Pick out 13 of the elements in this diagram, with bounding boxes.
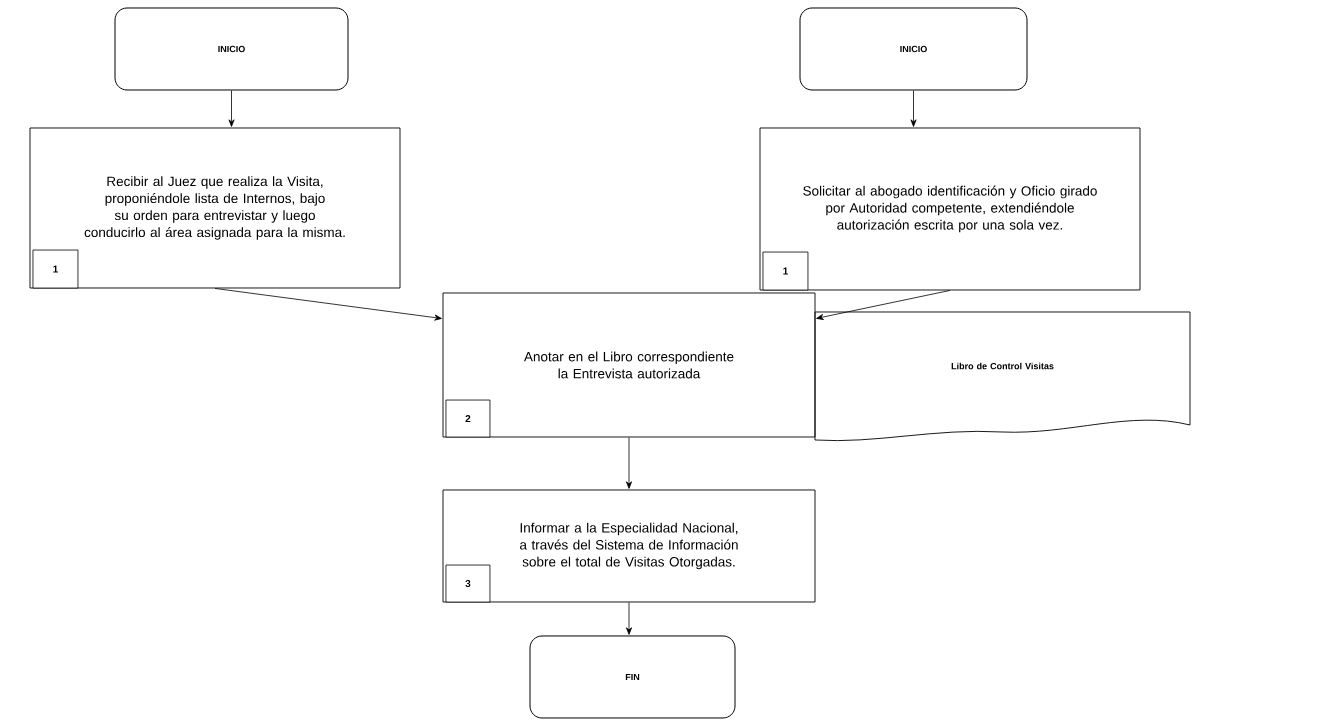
step-number-box: 1 (762, 251, 809, 291)
terminal-box: FIN (529, 635, 736, 719)
terminal-box: INICIO (114, 7, 349, 91)
step-number-box: 3 (445, 564, 491, 603)
arrow (910, 90, 917, 127)
arrow (228, 90, 235, 127)
arrow (626, 602, 632, 635)
terminal-box: INICIO (799, 7, 1028, 91)
step-number-box: 1 (32, 249, 79, 289)
arrow (626, 437, 632, 489)
step-number-box: 2 (445, 399, 491, 438)
arrow (816, 290, 951, 320)
arrow (214, 288, 442, 321)
